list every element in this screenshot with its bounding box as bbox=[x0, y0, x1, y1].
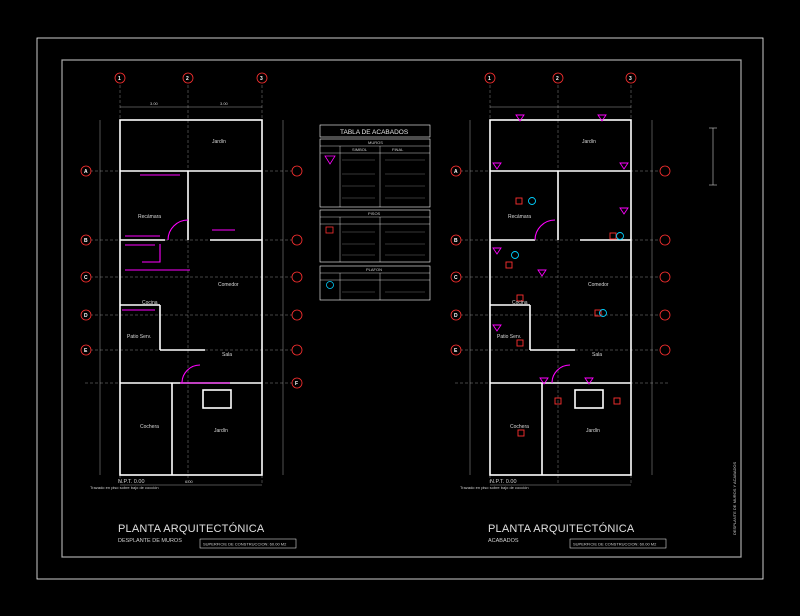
svg-text:C: C bbox=[84, 275, 88, 281]
surface-label-r: SUPERFICIE DE CONSTRUCCION: 60.00 M2 bbox=[573, 542, 657, 547]
room-cochera-r: Cochera bbox=[510, 424, 529, 430]
outer-border bbox=[36, 37, 764, 580]
svg-text:A: A bbox=[84, 169, 88, 175]
svg-text:E: E bbox=[84, 348, 88, 354]
room-patio-serv: Patio Serv. bbox=[127, 334, 151, 340]
svg-text:6.00: 6.00 bbox=[185, 479, 194, 484]
room-jardin-top-r: Jardín bbox=[582, 139, 596, 145]
svg-text:E: E bbox=[454, 348, 458, 354]
right-floor-plan: 1 2 3 A B C D E Jardín Recámara Comedor … bbox=[450, 72, 671, 549]
room-sala: Sala bbox=[222, 352, 232, 358]
svg-text:FINAL: FINAL bbox=[392, 147, 404, 152]
svg-text:1: 1 bbox=[488, 76, 491, 82]
svg-text:F: F bbox=[295, 381, 298, 387]
section-muros: MUROS bbox=[368, 140, 383, 145]
room-comedor-r: Comedor bbox=[588, 282, 609, 288]
plan-note-r: Trazado en piso sobre bajo de cocción bbox=[460, 485, 529, 490]
room-recamara: Recámara bbox=[138, 214, 161, 220]
plan-subtitle-r: ACABADOS bbox=[488, 538, 519, 544]
room-sala-r: Sala bbox=[592, 352, 602, 358]
svg-text:3: 3 bbox=[260, 76, 263, 82]
inner-border bbox=[61, 59, 742, 558]
room-patio-serv-r: Patio Serv. bbox=[497, 334, 521, 340]
table-title: TABLA DE ACABADOS bbox=[340, 129, 409, 136]
plan-title: PLANTA ARQUITECTÓNICA bbox=[118, 522, 265, 535]
section-pisos: PISOS bbox=[368, 211, 381, 216]
svg-text:D: D bbox=[84, 313, 88, 319]
left-floor-plan: 3.00 3.00 6.00 bbox=[80, 72, 303, 549]
svg-text:1: 1 bbox=[118, 76, 121, 82]
svg-text:C: C bbox=[454, 275, 458, 281]
svg-text:3.00: 3.00 bbox=[220, 101, 229, 106]
room-jardin-bottom-r: Jardín bbox=[586, 428, 600, 434]
room-cocina-r: Cocina bbox=[512, 300, 528, 306]
svg-text:B: B bbox=[454, 238, 458, 244]
plan-subtitle: DESPLANTE DE MUROS bbox=[118, 538, 182, 544]
section-plafon: PLAFON bbox=[366, 267, 382, 272]
room-comedor: Comedor bbox=[218, 282, 239, 288]
sheet-label: DESPLANTE DE MUROS Y ACABADOS bbox=[732, 461, 737, 535]
level-note-r: N.P.T. 0.00 bbox=[490, 479, 517, 485]
room-jardin-bottom: Jardín bbox=[214, 428, 228, 434]
room-recamara-r: Recámara bbox=[508, 214, 531, 220]
svg-text:2: 2 bbox=[556, 76, 559, 82]
svg-text:SIMBOL: SIMBOL bbox=[352, 147, 368, 152]
room-jardin-top: Jardín bbox=[212, 139, 226, 145]
svg-text:D: D bbox=[454, 313, 458, 319]
svg-text:3: 3 bbox=[629, 76, 632, 82]
svg-text:3.00: 3.00 bbox=[150, 101, 159, 106]
svg-text:A: A bbox=[454, 169, 458, 175]
level-note: N.P.T. 0.00 bbox=[118, 479, 145, 485]
plan-title-r: PLANTA ARQUITECTÓNICA bbox=[488, 522, 635, 535]
room-cocina: Cocina bbox=[142, 300, 158, 306]
finishes-table: TABLA DE ACABADOS MUROS SIMBOL FINAL PIS… bbox=[319, 124, 431, 301]
plan-note: Trazado en piso sobre bajo de cocción bbox=[90, 485, 159, 490]
north-mark bbox=[709, 127, 717, 186]
room-cochera: Cochera bbox=[140, 424, 159, 430]
svg-text:2: 2 bbox=[186, 76, 189, 82]
surface-label: SUPERFICIE DE CONSTRUCCION: 60.00 M2 bbox=[203, 542, 287, 547]
svg-text:B: B bbox=[84, 238, 88, 244]
